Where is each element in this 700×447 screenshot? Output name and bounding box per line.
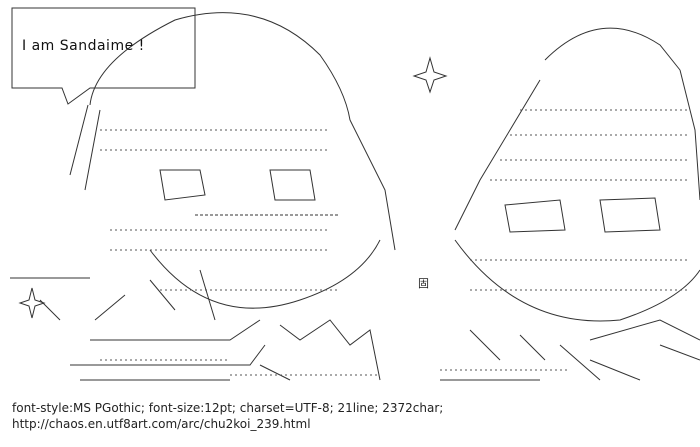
art-footer: font-style:MS PGothic; font-size:12pt; c… (12, 400, 443, 432)
footer-meta-line: font-style:MS PGothic; font-size:12pt; c… (12, 401, 444, 415)
art-mark-kanji: 固 (418, 277, 429, 290)
right-character-eyes (504, 197, 661, 233)
speech-bubble-text: I am Sandaime ! (22, 38, 145, 54)
left-character-collar (279, 319, 381, 381)
left-character-eye-left (159, 169, 206, 201)
ascii-art-illustration (10, 7, 700, 381)
footer-url-link[interactable]: http://chaos.en.utf8art.com/arc/chu2koi_… (12, 417, 311, 431)
left-character-hair (69, 12, 396, 251)
sparkle-icon-left-bottom (18, 287, 46, 319)
left-character-body (70, 319, 291, 381)
speech-bubble-outline (11, 7, 196, 105)
right-character-body (440, 319, 700, 381)
sparkle-icon-left-top (412, 56, 448, 94)
right-character-hair (454, 27, 700, 231)
left-character-eye-right (269, 169, 316, 201)
left-character-face (149, 239, 381, 309)
right-character-face (454, 239, 700, 322)
